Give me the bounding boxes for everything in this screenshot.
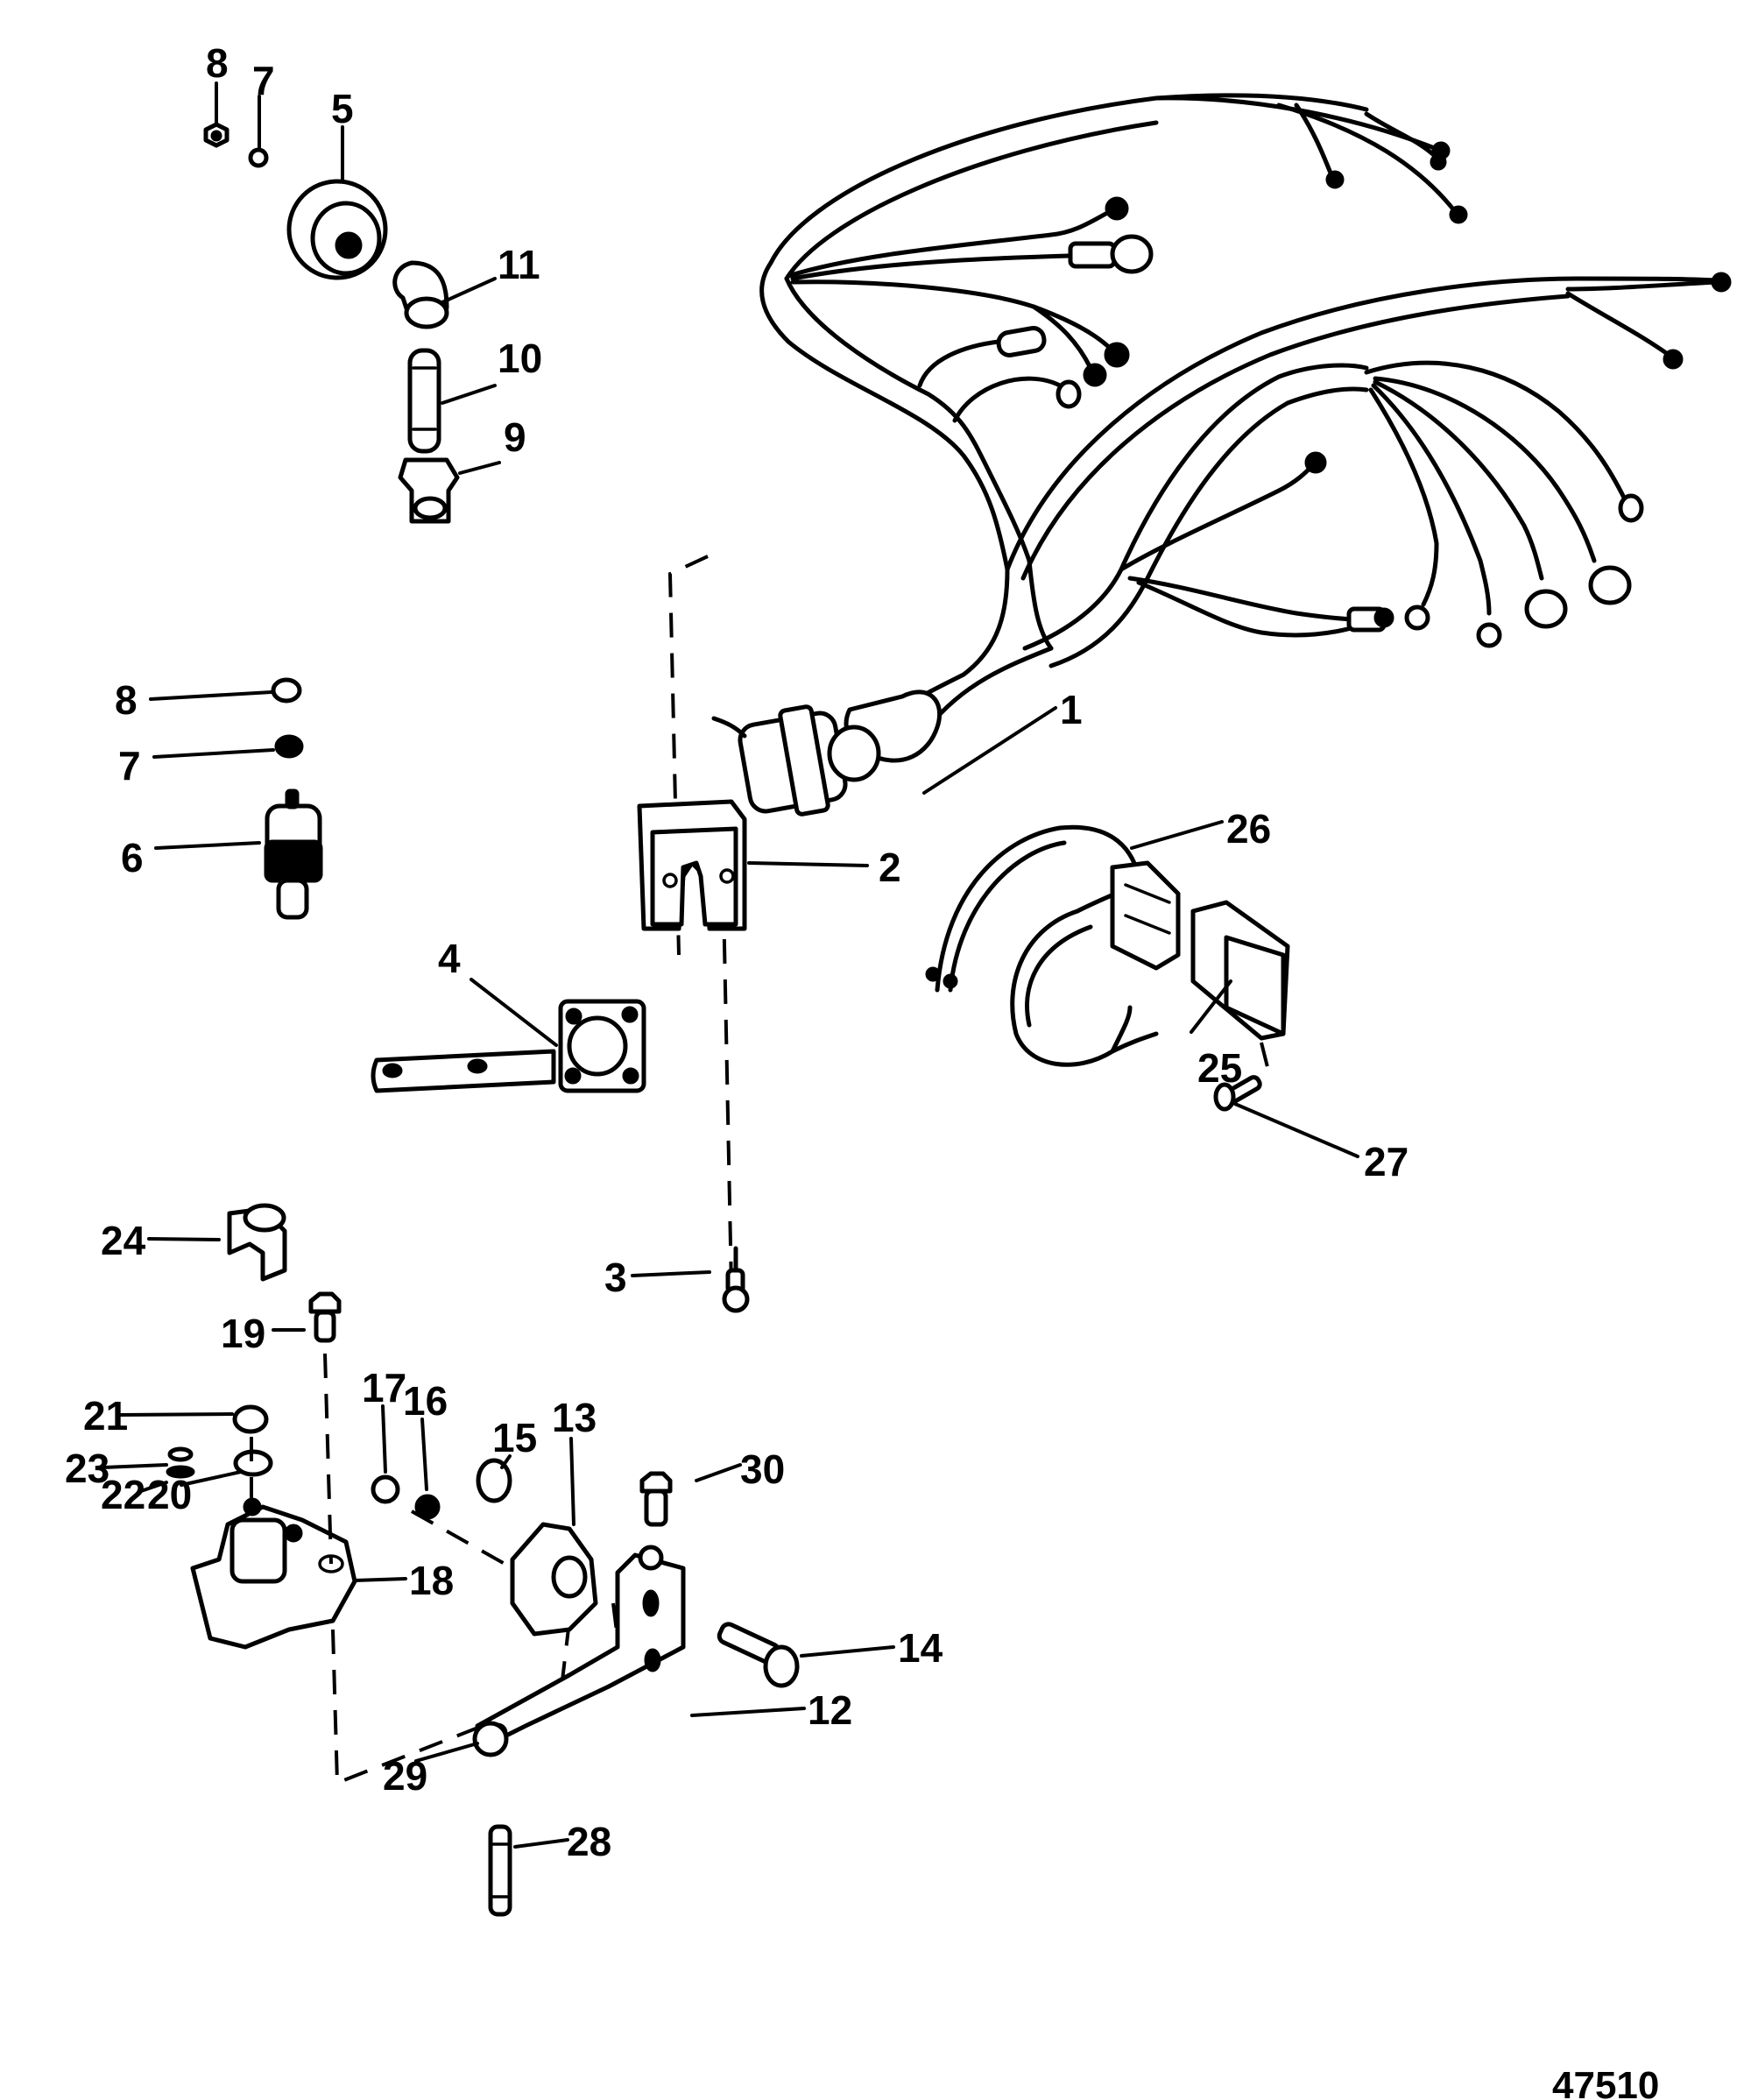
sender-assembly bbox=[203, 122, 460, 524]
alignment-line bbox=[323, 1353, 333, 1565]
callout-30: 30 bbox=[740, 1446, 785, 1492]
solenoid-assembly bbox=[166, 1203, 357, 1650]
mounting-bracket bbox=[371, 999, 646, 1093]
callout-8-mid: 8 bbox=[115, 677, 138, 723]
callout-1: 1 bbox=[1060, 687, 1083, 732]
callout-26: 26 bbox=[1226, 806, 1271, 852]
callout-17: 17 bbox=[362, 1365, 406, 1411]
callout-22: 22 bbox=[101, 1472, 145, 1517]
callout-19: 19 bbox=[221, 1311, 265, 1356]
callout-23: 23 bbox=[65, 1446, 109, 1491]
switch-assembly bbox=[264, 677, 323, 920]
drawing-number: 47510 bbox=[1552, 2064, 1659, 2100]
callout-9: 9 bbox=[504, 414, 526, 460]
callout-28: 28 bbox=[567, 1819, 611, 1864]
callout-10: 10 bbox=[498, 336, 542, 381]
callout-21: 21 bbox=[83, 1393, 128, 1439]
callout-8-top: 8 bbox=[206, 40, 229, 86]
wiring-harness bbox=[711, 93, 1732, 817]
callout-20: 20 bbox=[147, 1472, 192, 1517]
callout-29: 29 bbox=[383, 1753, 427, 1799]
callout-2: 2 bbox=[879, 845, 901, 890]
callout-7-top: 7 bbox=[252, 58, 275, 103]
callout-4: 4 bbox=[438, 936, 461, 981]
connector-holder bbox=[637, 799, 747, 931]
callout-18: 18 bbox=[409, 1558, 454, 1603]
callout-11: 11 bbox=[498, 242, 540, 287]
callout-12: 12 bbox=[808, 1687, 852, 1733]
callout-25: 25 bbox=[1197, 1045, 1242, 1091]
alignment-line bbox=[721, 858, 733, 1289]
callout-13: 13 bbox=[552, 1395, 597, 1440]
bracket-assembly bbox=[371, 1458, 800, 1917]
alignment-line bbox=[411, 1510, 513, 1570]
callout-7-mid: 7 bbox=[118, 743, 141, 788]
callout-15: 15 bbox=[492, 1415, 537, 1460]
leader-lines bbox=[102, 81, 1359, 1849]
callout-3: 3 bbox=[604, 1255, 627, 1300]
alignment-line bbox=[611, 1602, 619, 1639]
alignment-line bbox=[1260, 1042, 1272, 1078]
callout-14: 14 bbox=[898, 1625, 943, 1671]
callout-labels: 8 7 5 11 10 9 1 8 7 6 2 26 4 25 27 24 3 … bbox=[65, 40, 1409, 1864]
rectifier-assembly bbox=[925, 824, 1290, 1112]
callout-24: 24 bbox=[101, 1218, 146, 1263]
callout-5: 5 bbox=[331, 86, 354, 131]
callout-16: 16 bbox=[403, 1378, 448, 1424]
callout-27: 27 bbox=[1364, 1139, 1409, 1184]
screw bbox=[722, 1246, 750, 1313]
callout-6: 6 bbox=[121, 835, 144, 880]
